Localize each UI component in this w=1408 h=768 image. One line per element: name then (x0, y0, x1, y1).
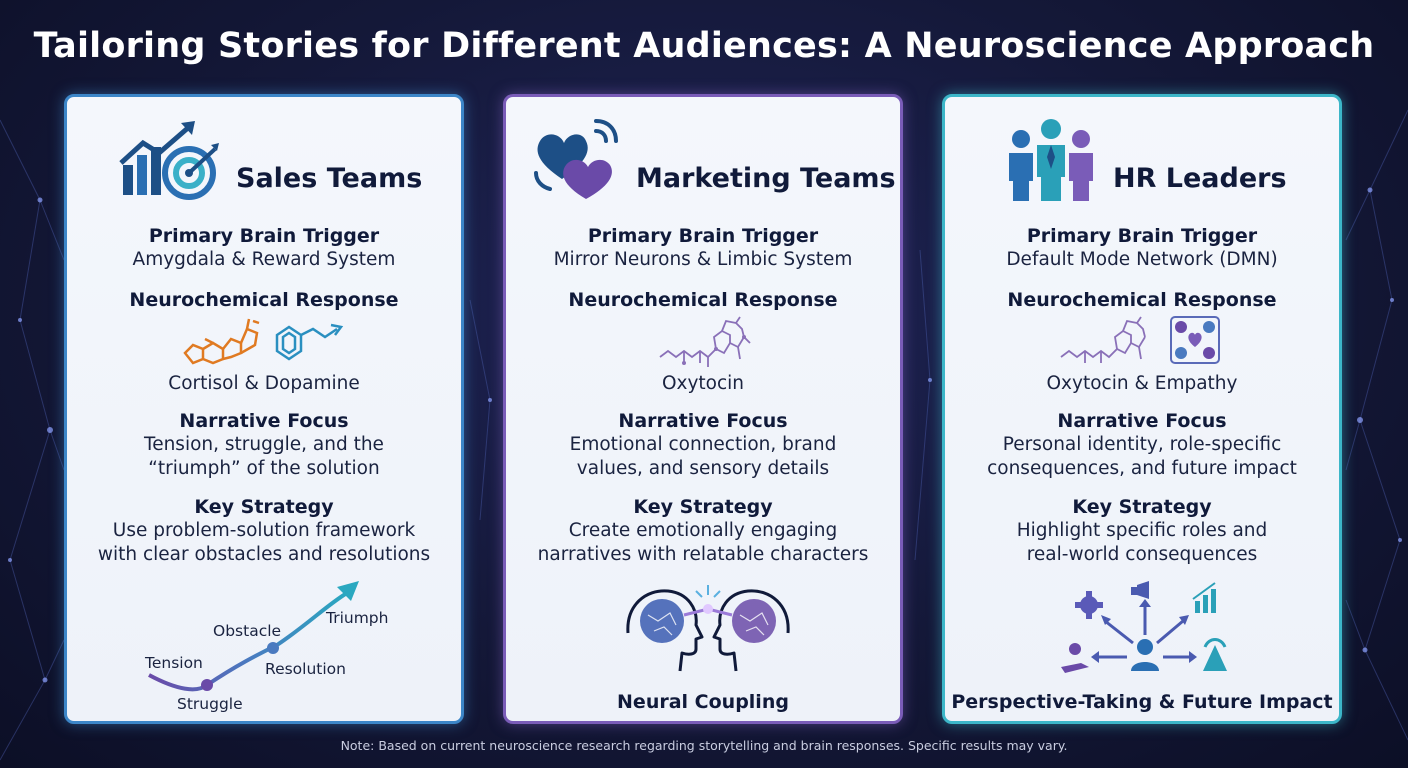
card-header: Marketing Teams (506, 117, 900, 217)
focus-line-1: Emotional connection, brand (569, 434, 837, 455)
strategy-heading: Key Strategy (194, 496, 334, 518)
card-title: Sales Teams (236, 163, 423, 194)
page-title: Tailoring Stories for Different Audience… (33, 26, 1375, 66)
label-struggle: Struggle (177, 695, 243, 713)
card-marketing-teams: Marketing Teams Primary Brain Trigger Mi… (503, 94, 903, 724)
trigger-heading: Primary Brain Trigger (1026, 225, 1258, 247)
trigger-heading: Primary Brain Trigger (148, 225, 380, 247)
trigger-text: Default Mode Network (DMN) (1006, 249, 1278, 270)
label-triumph: Triumph (326, 609, 389, 627)
card-title: Marketing Teams (636, 163, 896, 194)
resolution-point (267, 642, 279, 654)
struggle-point (201, 679, 213, 691)
perspective-impact-icon (1061, 581, 1227, 673)
neural-coupling-heads-icon (626, 585, 790, 672)
growth-chart-target-icon (119, 121, 219, 200)
story-arc-curve (148, 581, 359, 692)
focus-heading: Narrative Focus (618, 410, 788, 432)
perspective-impact-label: Perspective-Taking & Future Impact (951, 691, 1333, 713)
trigger-heading: Primary Brain Trigger (587, 225, 819, 247)
strategy-line-2: with clear obstacles and resolutions (97, 544, 431, 565)
focus-line-2: “triumph” of the solution (148, 458, 380, 479)
focus-heading: Narrative Focus (1057, 410, 1227, 432)
empathy-network-icon (1170, 316, 1220, 364)
neuro-heading: Neurochemical Response (1007, 289, 1277, 311)
gear-icon (1075, 591, 1103, 619)
card-hr-leaders: HR Leaders Primary Brain Trigger Default… (942, 94, 1342, 724)
strategy-heading: Key Strategy (1072, 496, 1212, 518)
neuro-text: Oxytocin (661, 373, 745, 394)
growth-bars-icon (1192, 582, 1216, 613)
label-obstacle: Obstacle (213, 622, 282, 640)
strategy-line-2: narratives with relatable characters (537, 544, 869, 565)
megaphone-icon (1131, 581, 1149, 599)
hand-gear-icon (1061, 643, 1089, 673)
label-tension: Tension (145, 654, 203, 672)
neuro-text: Oxytocin & Empathy (1046, 373, 1238, 394)
focus-line-2: consequences, and future impact (987, 458, 1297, 479)
strategy-line-2: real-world consequences (1026, 544, 1258, 565)
trigger-text: Mirror Neurons & Limbic System (553, 249, 853, 270)
focus-line-1: Tension, struggle, and the (144, 434, 384, 455)
molecule-icon (183, 318, 344, 365)
card-header: HR Leaders (945, 117, 1339, 217)
neuro-heading: Neurochemical Response (129, 289, 399, 311)
card-sales-teams: Sales Teams Primary Brain Trigger Amygda… (64, 94, 464, 724)
strategy-line-1: Highlight specific roles and (1016, 520, 1268, 541)
hearts-waves-icon (534, 119, 618, 199)
card-header: Sales Teams (67, 117, 461, 217)
oxytocin-empathy-icon (1060, 316, 1220, 364)
neuro-heading: Neurochemical Response (568, 289, 838, 311)
oxytocin-molecule-icon (659, 316, 751, 367)
strategy-heading: Key Strategy (633, 496, 773, 518)
focus-line-2: values, and sensory details (576, 458, 830, 479)
neural-coupling-label: Neural Coupling (617, 691, 789, 713)
focus-heading: Narrative Focus (179, 410, 349, 432)
card-title: HR Leaders (1113, 163, 1287, 194)
strategy-line-1: Use problem-solution framework (112, 520, 416, 541)
strategy-line-1: Create emotionally engaging (568, 520, 838, 541)
neuro-text: Cortisol & Dopamine (168, 373, 360, 394)
trigger-text: Amygdala & Reward System (132, 249, 396, 270)
focus-line-1: Personal identity, role-specific (1002, 434, 1282, 455)
people-group-icon (1009, 119, 1093, 201)
road-horizon-icon (1203, 638, 1227, 671)
footnote: Note: Based on current neuroscience rese… (340, 738, 1068, 753)
label-resolution: Resolution (265, 660, 346, 678)
